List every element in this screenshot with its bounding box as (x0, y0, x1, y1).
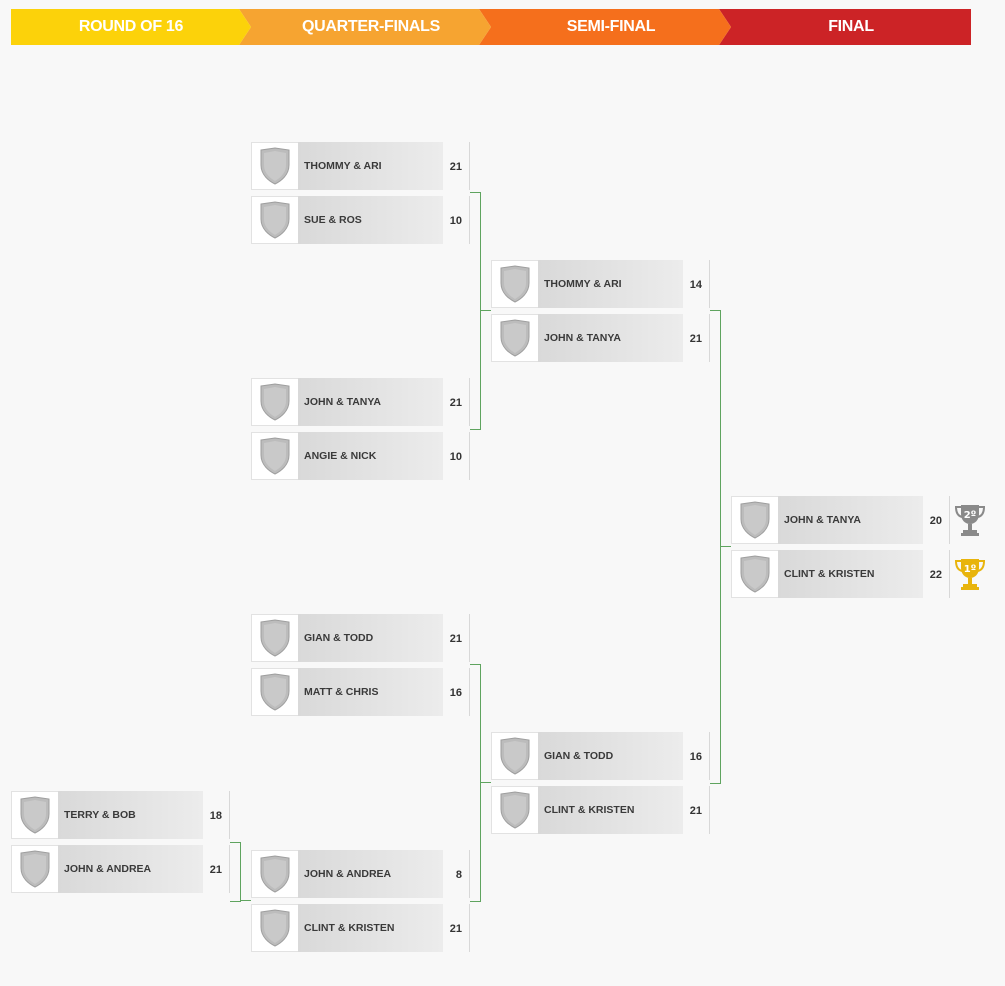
bracket-connector (720, 546, 731, 547)
team-slot[interactable]: JOHN & TANYA 20 (731, 496, 950, 544)
team-slot[interactable]: THOMMY & ARI 21 (251, 142, 470, 190)
team-slot[interactable]: JOHN & TANYA 21 (491, 314, 710, 362)
shield-icon (731, 550, 779, 598)
team-slot[interactable]: CLINT & KRISTEN 21 (251, 904, 470, 952)
team-score: 14 (689, 279, 702, 291)
team-slot[interactable]: THOMMY & ARI 14 (491, 260, 710, 308)
tab-semi-final[interactable]: SEMI-FINAL (479, 9, 731, 45)
team-name: JOHN & TANYA (304, 396, 382, 408)
team-score: 16 (449, 687, 462, 699)
silver-trophy-icon: 2º (951, 501, 989, 539)
team-name: JOHN & TANYA (544, 332, 622, 344)
bracket-connector (470, 664, 481, 902)
team-slot[interactable]: CLINT & KRISTEN 21 (491, 786, 710, 834)
team-name: THOMMY & ARI (544, 278, 622, 290)
team-score: 22 (929, 569, 942, 581)
shield-icon (251, 378, 299, 426)
shield-icon (731, 496, 779, 544)
trophy-place-label: 2º (964, 510, 977, 521)
team-slot[interactable]: MATT & CHRIS 16 (251, 668, 470, 716)
shield-icon (11, 845, 59, 893)
team-name: GIAN & TODD (304, 632, 374, 644)
shield-icon (491, 786, 539, 834)
team-score: 21 (209, 864, 222, 876)
shield-icon (11, 791, 59, 839)
shield-icon (491, 260, 539, 308)
team-score: 20 (929, 515, 942, 527)
bracket-connector (480, 782, 491, 783)
team-score: 21 (449, 633, 462, 645)
team-name: JOHN & ANDREA (304, 868, 392, 880)
bracket-connector (710, 310, 721, 784)
team-score: 16 (689, 751, 702, 763)
tab-quarter-finals[interactable]: QUARTER-FINALS (239, 9, 491, 45)
team-score: 10 (449, 215, 462, 227)
shield-icon (251, 850, 299, 898)
bracket-connector (470, 192, 481, 430)
team-score: 21 (449, 923, 462, 935)
rounds-header: ROUND OF 16 QUARTER-FINALS SEMI-FINAL FI… (11, 9, 971, 45)
team-score: 21 (689, 333, 702, 345)
team-slot[interactable]: CLINT & KRISTEN 22 (731, 550, 950, 598)
team-name: JOHN & ANDREA (64, 863, 152, 875)
shield-icon (251, 668, 299, 716)
team-slot[interactable]: TERRY & BOB 18 (11, 791, 230, 839)
team-slot[interactable]: JOHN & TANYA 21 (251, 378, 470, 426)
shield-icon (251, 196, 299, 244)
trophy-place-label: 1º (964, 564, 977, 575)
team-score: 21 (449, 161, 462, 173)
team-score: 21 (449, 397, 462, 409)
shield-icon (251, 614, 299, 662)
shield-icon (491, 314, 539, 362)
team-slot[interactable]: SUE & ROS 10 (251, 196, 470, 244)
team-name: TERRY & BOB (64, 809, 136, 821)
team-score: 18 (209, 810, 222, 822)
team-slot[interactable]: JOHN & ANDREA 8 (251, 850, 470, 898)
shield-icon (251, 432, 299, 480)
team-score: 21 (689, 805, 702, 817)
gold-trophy-icon: 1º (951, 555, 989, 593)
team-slot[interactable]: JOHN & ANDREA 21 (11, 845, 230, 893)
team-name: GIAN & TODD (544, 750, 614, 762)
shield-icon (491, 732, 539, 780)
team-name: THOMMY & ARI (304, 160, 382, 172)
bracket-connector (240, 900, 251, 901)
team-name: ANGIE & NICK (304, 450, 377, 462)
team-slot[interactable]: GIAN & TODD 16 (491, 732, 710, 780)
team-name: SUE & ROS (304, 214, 362, 226)
shield-icon (251, 142, 299, 190)
team-score: 10 (449, 451, 462, 463)
team-name: CLINT & KRISTEN (544, 804, 635, 816)
team-slot[interactable]: ANGIE & NICK 10 (251, 432, 470, 480)
team-score: 8 (455, 869, 462, 881)
tab-round-of-16[interactable]: ROUND OF 16 (11, 9, 251, 45)
team-name: JOHN & TANYA (784, 514, 862, 526)
team-name: CLINT & KRISTEN (304, 922, 395, 934)
tab-final[interactable]: FINAL (719, 9, 971, 45)
team-name: MATT & CHRIS (304, 686, 379, 698)
bracket-connector (230, 842, 241, 902)
bracket-connector (480, 310, 491, 311)
shield-icon (251, 904, 299, 952)
team-slot[interactable]: GIAN & TODD 21 (251, 614, 470, 662)
team-name: CLINT & KRISTEN (784, 568, 875, 580)
